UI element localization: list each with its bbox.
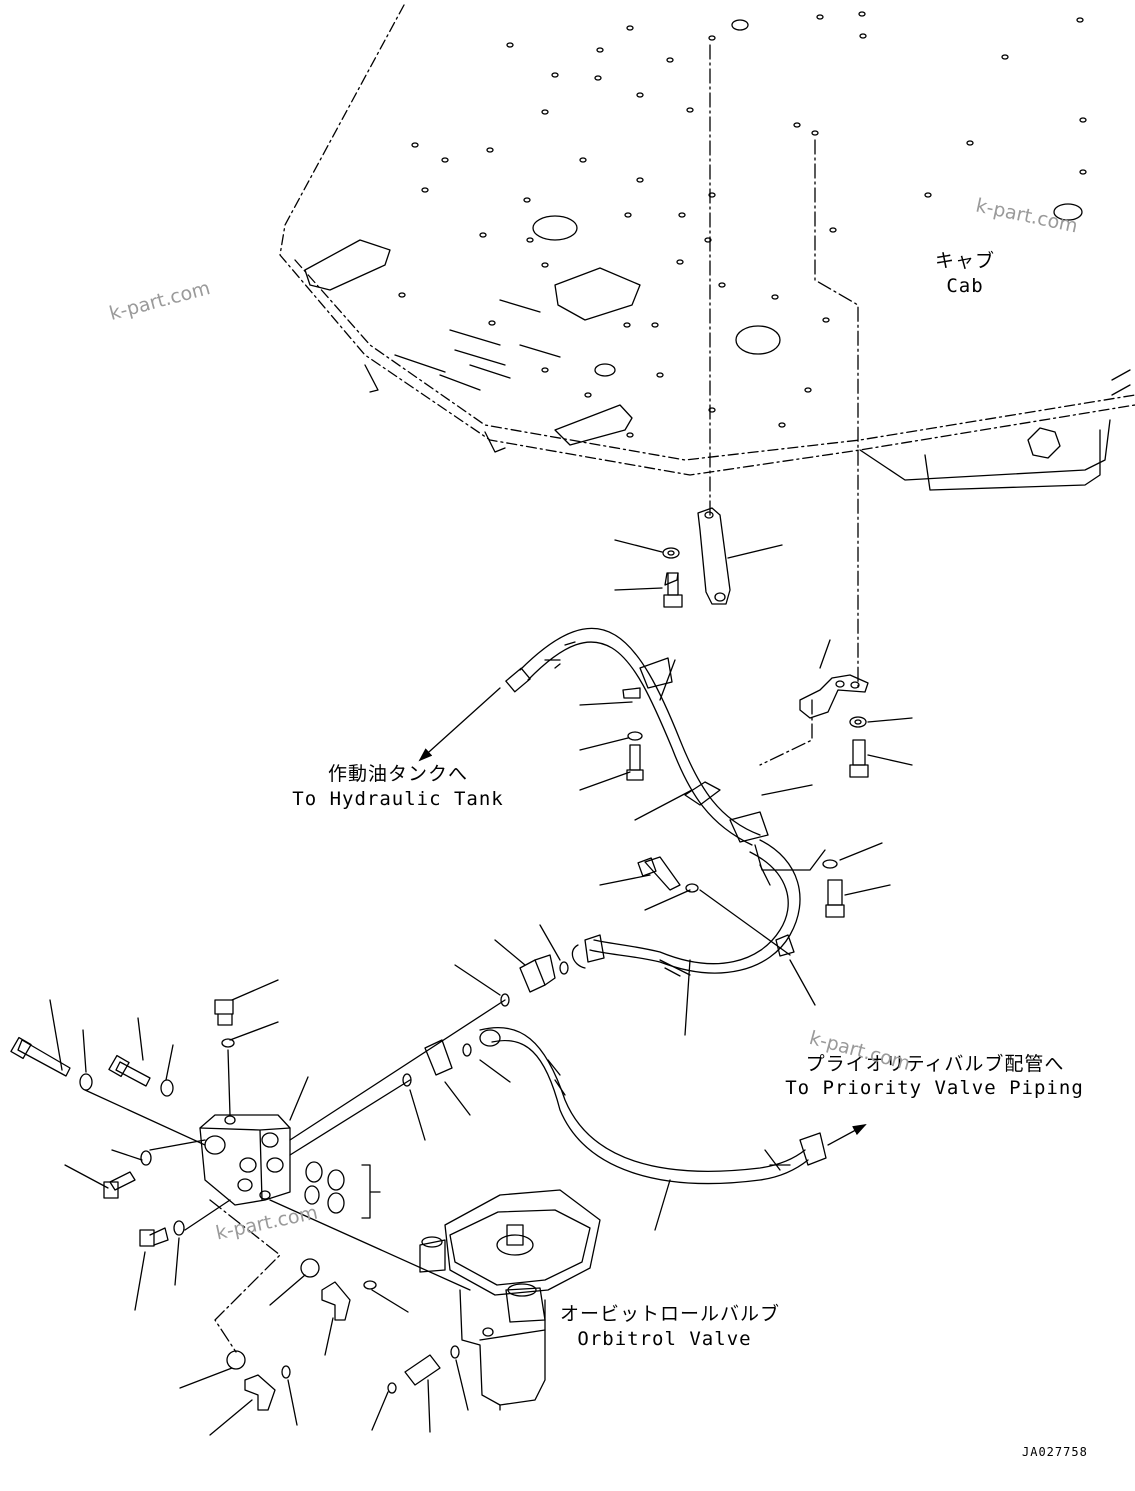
priority-valve-hose <box>479 839 867 1185</box>
orbitrol-valve-label-jp: オービットロールバルブ <box>560 1303 781 1325</box>
right-clamp-bracket <box>759 674 869 778</box>
connection-lines <box>84 844 826 1291</box>
upper-clamp-bracket <box>662 507 731 608</box>
priority-valve-label-jp: プライオリティバルブ配管へ <box>805 1053 1065 1075</box>
hydraulic-tank-label-en: To Hydraulic Tank <box>292 788 504 810</box>
leader-lines <box>49 539 913 1436</box>
cab-label-jp: キャブ <box>935 250 996 272</box>
orbitrol-valve <box>387 1189 601 1411</box>
hydraulic-tank-label-jp: 作動油タンクへ <box>327 763 468 785</box>
cab-label-en: Cab <box>946 275 984 297</box>
valve-block <box>10 999 381 1411</box>
drawing-code: JA027758 <box>1022 1445 1088 1459</box>
orbitrol-valve-label-en: Orbitrol Valve <box>577 1328 752 1350</box>
tank-hose <box>418 627 769 846</box>
priority-valve-label-en: To Priority Valve Piping <box>785 1077 1084 1099</box>
cab-floor-plate <box>279 4 1135 691</box>
fittings <box>402 856 845 1087</box>
